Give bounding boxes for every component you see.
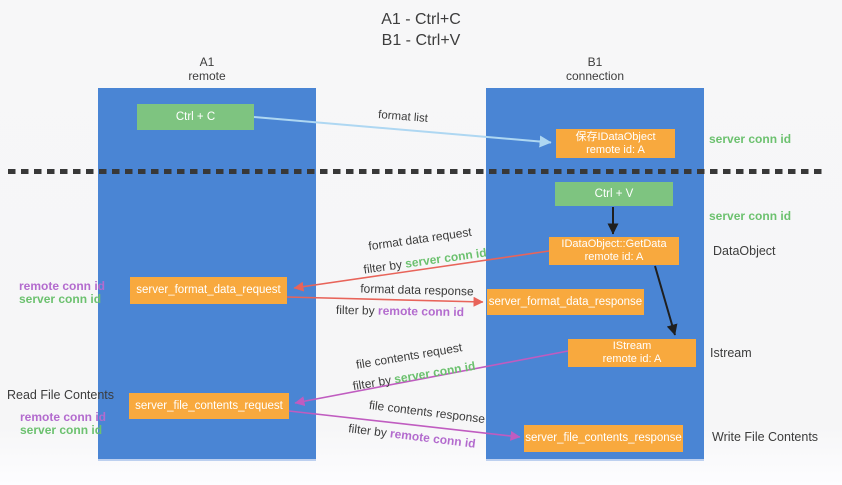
participant-a1-name: A1 xyxy=(199,55,215,69)
node-ctrl-v: Ctrl + V xyxy=(555,182,673,206)
node-format-response-label: server_format_data_response xyxy=(488,295,643,308)
participant-header-a1: A1 remote xyxy=(98,55,316,83)
node-getdata-line1: IDataObject::GetData xyxy=(561,238,667,250)
node-istream-line2: remote id: A xyxy=(602,353,662,365)
node-save-dataobject-line2: remote id: A xyxy=(586,143,645,156)
node-ctrl-c-label: Ctrl + C xyxy=(175,110,216,123)
node-istream-line1: IStream xyxy=(612,340,652,352)
filter-by-text: filter by xyxy=(362,256,407,277)
node-ctrl-v-label: Ctrl + V xyxy=(594,187,634,200)
annotation-remote-conn-id-bottom: remote conn id xyxy=(20,410,107,424)
node-format-request: server_format_data_request xyxy=(130,277,287,304)
title-line-2: B1 - Ctrl+V xyxy=(381,32,461,49)
label-format-data-response-filter: filter by remote conn id xyxy=(336,303,464,319)
label-file-contents-response-filter: filter by remote conn id xyxy=(348,421,477,450)
node-format-request-label: server_format_data_request xyxy=(136,284,281,296)
filter-by-text: filter by xyxy=(351,372,396,394)
participant-header-b1: B1 connection xyxy=(486,55,704,83)
participant-b1-subtitle: connection xyxy=(565,69,625,83)
filter-by-text: filter by xyxy=(347,421,392,441)
label-format-list: format list xyxy=(377,109,429,125)
remote-conn-id-text: remote conn id xyxy=(389,426,477,451)
annotation-write-file-contents: Write File Contents xyxy=(712,430,819,444)
node-getdata: IDataObject::GetData remote id: A xyxy=(549,237,679,265)
node-file-response-label: server_file_contents_response xyxy=(525,432,682,444)
filter-by-text: filter by xyxy=(335,302,379,318)
node-getdata-line2: remote id: A xyxy=(584,251,644,263)
node-ctrl-c: Ctrl + C xyxy=(137,104,254,130)
annotation-server-conn-id-top: server conn id xyxy=(709,132,792,146)
remote-conn-id-text: remote conn id xyxy=(377,303,465,320)
participant-a1-subtitle: remote xyxy=(188,69,226,83)
server-conn-id-text: server conn id xyxy=(404,245,488,271)
node-file-request: server_file_contents_request xyxy=(129,393,289,419)
node-save-dataobject-line1: 保存IDataObject xyxy=(575,130,656,143)
annotation-server-conn-id-left-top: server conn id xyxy=(19,292,102,306)
annotation-remote-conn-id-top: remote conn id xyxy=(19,279,106,293)
annotation-server-conn-id-left-bottom: server conn id xyxy=(20,423,103,437)
annotation-istream: Istream xyxy=(710,346,752,360)
label-file-contents-response: file contents response xyxy=(368,397,486,427)
label-format-data-response: format data response xyxy=(360,281,474,299)
diagram-title: A1 - Ctrl+C B1 - Ctrl+V xyxy=(0,9,842,51)
annotation-server-conn-id-mid: server conn id xyxy=(709,209,792,223)
node-file-response: server_file_contents_response xyxy=(524,425,683,452)
annotation-read-file-contents: Read File Contents xyxy=(7,388,115,402)
annotation-dataobject: DataObject xyxy=(713,244,776,258)
node-istream: IStream remote id: A xyxy=(568,339,696,367)
participant-b1-name: B1 xyxy=(587,55,603,69)
title-line-1: A1 - Ctrl+C xyxy=(381,11,461,28)
node-format-response: server_format_data_response xyxy=(487,289,644,315)
node-file-request-label: server_file_contents_request xyxy=(135,399,283,412)
node-save-dataobject: 保存IDataObject remote id: A xyxy=(556,129,675,158)
